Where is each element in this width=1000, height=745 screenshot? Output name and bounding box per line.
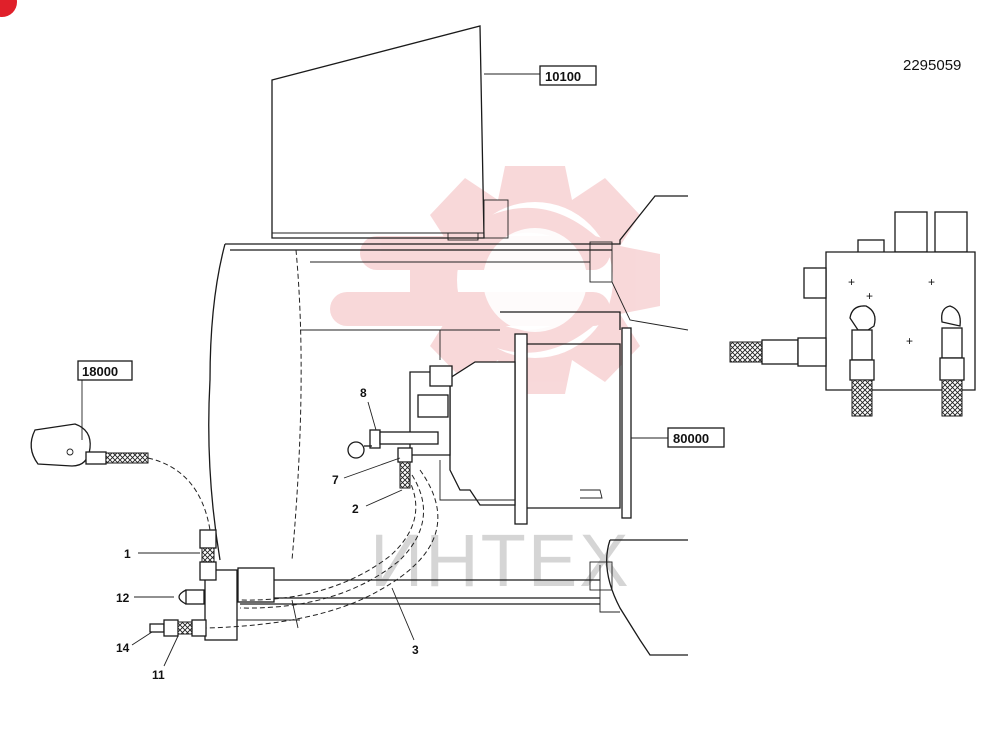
- pump-fittings: [347, 429, 439, 489]
- svg-text:+: +: [906, 334, 913, 348]
- svg-text:80000: 80000: [673, 431, 709, 446]
- svg-text:14: 14: [116, 641, 130, 655]
- callout-3: 3: [391, 587, 419, 657]
- svg-text:10100: 10100: [545, 69, 581, 84]
- pump-assembly: [409, 311, 668, 525]
- machine-frame: [208, 195, 689, 656]
- assembly-label-18000: 18000: [77, 360, 133, 381]
- svg-text:+: +: [848, 275, 855, 289]
- svg-text:18000: 18000: [82, 364, 118, 379]
- svg-text:+: +: [866, 289, 873, 303]
- svg-text:12: 12: [116, 591, 130, 605]
- svg-text:8: 8: [360, 386, 367, 400]
- document-number: 2295059: [903, 57, 961, 74]
- detail-inset: + + + +: [729, 211, 976, 417]
- callout-8: 8: [360, 386, 377, 431]
- valve-block: [149, 529, 300, 641]
- callout-14: 14: [116, 631, 153, 655]
- svg-text:7: 7: [332, 473, 339, 487]
- tank: [30, 372, 149, 467]
- svg-text:2: 2: [352, 502, 359, 516]
- hydraulic-hoses: [147, 457, 439, 629]
- svg-text:3: 3: [412, 643, 419, 657]
- callout-7: 7: [332, 457, 401, 487]
- svg-text:11: 11: [152, 668, 165, 682]
- cab-panel: [271, 25, 540, 241]
- corner-mark: [0, 0, 17, 17]
- svg-text:+: +: [928, 275, 935, 289]
- callout-2: 2: [352, 489, 403, 516]
- assembly-label-10100: 10100: [539, 65, 597, 86]
- callout-12: 12: [116, 591, 174, 605]
- watermark-text: ИНТЕХ: [370, 519, 631, 602]
- callout-1: 1: [124, 547, 200, 561]
- callout-11: 11: [152, 635, 179, 682]
- svg-text:1: 1: [124, 547, 131, 561]
- assembly-label-80000: 80000: [667, 427, 725, 448]
